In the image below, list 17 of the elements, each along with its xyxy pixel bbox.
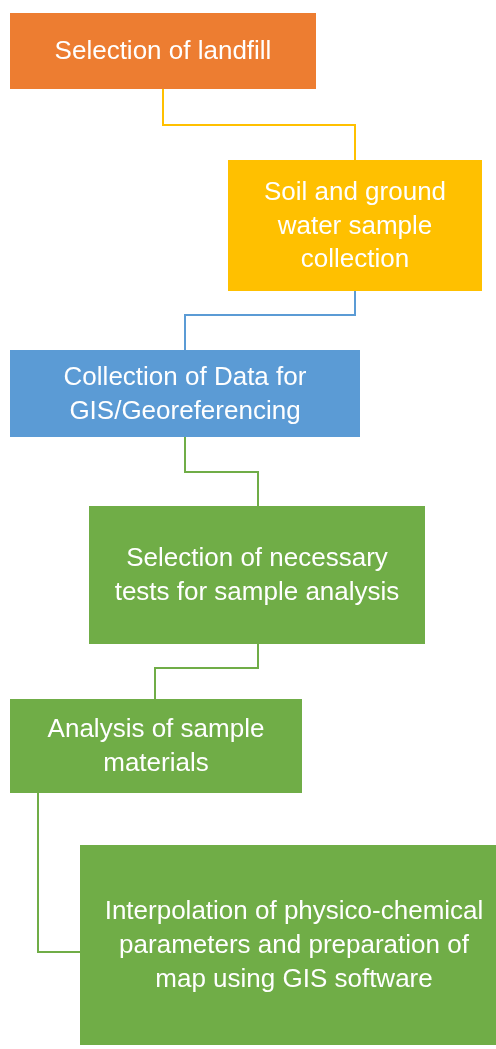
process-box — [10, 350, 360, 437]
connector-line — [184, 290, 356, 351]
connector-line — [184, 436, 259, 507]
step-text: Selection of landfill — [54, 34, 272, 68]
process-box — [89, 506, 425, 644]
connector-line — [162, 88, 356, 161]
step-text: Collection of Data for GIS/Georeferencing — [62, 359, 308, 427]
step-text: Interpolation of physico-chemical parameters and preparation of map using GIS software — [103, 894, 485, 995]
process-box — [10, 699, 302, 793]
process-box — [10, 13, 316, 89]
process-box — [80, 845, 496, 1045]
connector-line — [154, 643, 259, 700]
step-text: Soil and ground water sample collection — [262, 174, 448, 276]
step-text: Analysis of sample materials — [46, 712, 266, 779]
connector-line — [37, 792, 81, 953]
process-box — [228, 160, 482, 291]
step-text: Selection of necessary tests for sample analysis — [113, 541, 401, 608]
